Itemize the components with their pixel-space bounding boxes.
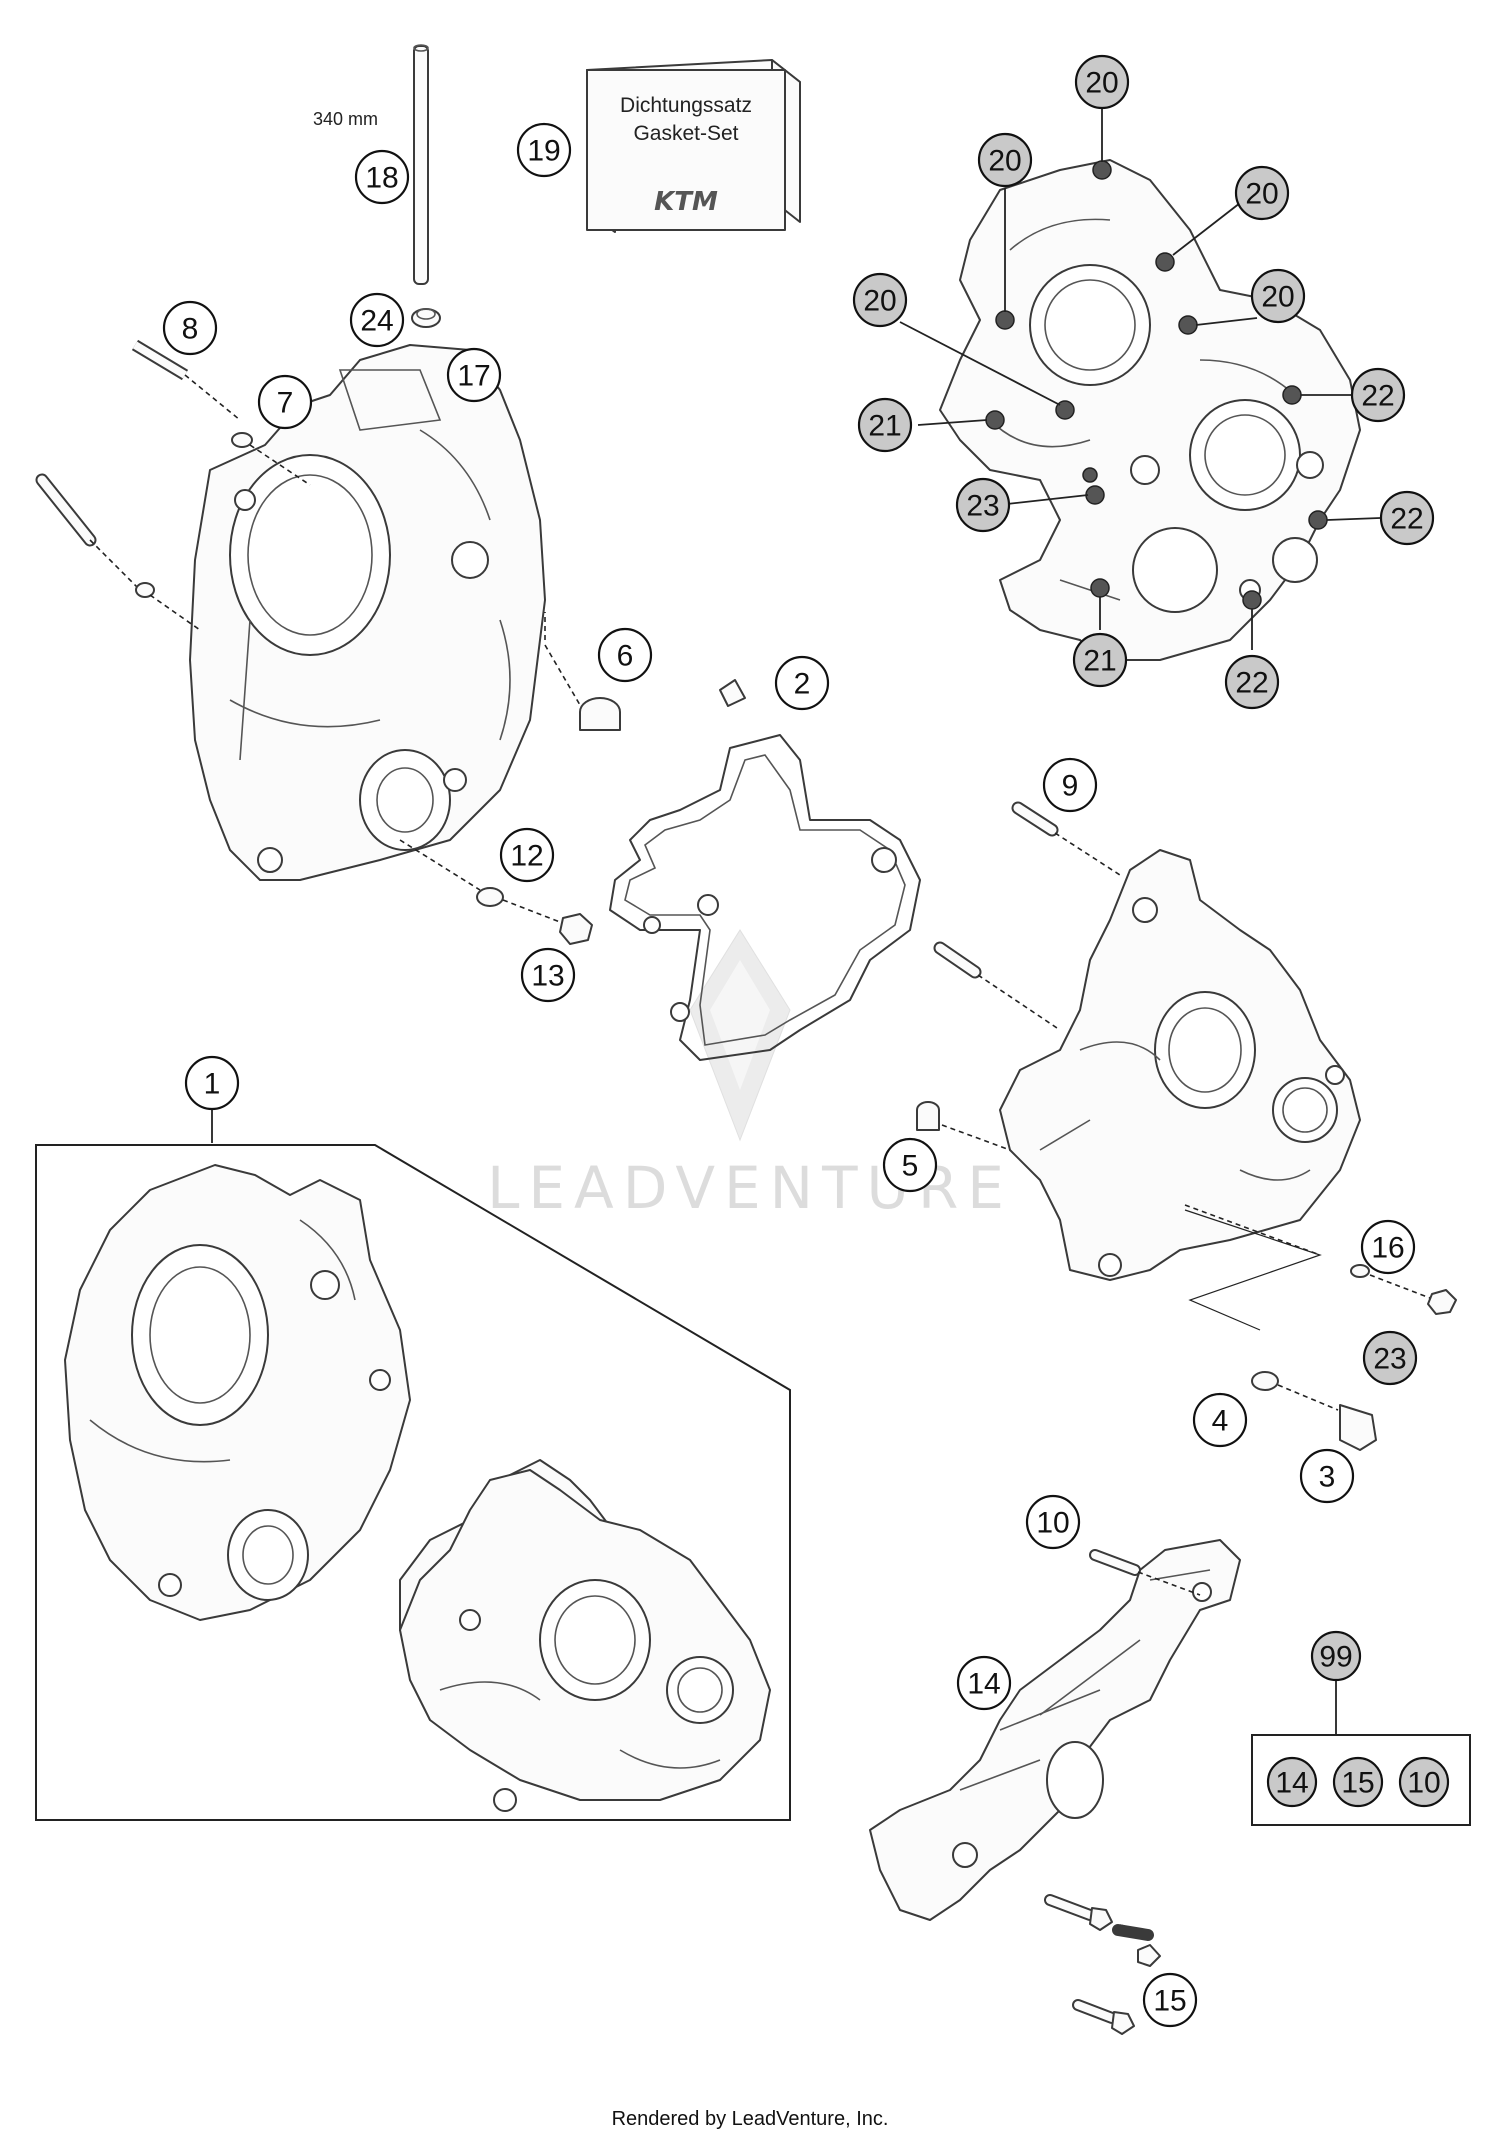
- svg-text:18: 18: [365, 162, 398, 195]
- callout-24: 24: [349, 292, 405, 348]
- callout-4: 4: [1192, 1392, 1248, 1448]
- callout-22-upper: 22: [1350, 367, 1406, 423]
- svg-text:17: 17: [457, 360, 490, 393]
- callout-9: 9: [1042, 757, 1098, 813]
- svg-text:6: 6: [617, 640, 634, 673]
- svg-text:15: 15: [1153, 1985, 1186, 2018]
- svg-text:10: 10: [1036, 1507, 1069, 1540]
- ktm-logo: KTM: [654, 187, 718, 217]
- callout-20-upper-right: 20: [1234, 165, 1290, 221]
- svg-text:22: 22: [1235, 667, 1268, 700]
- callout-6: 6: [597, 627, 653, 683]
- callout-10: 10: [1025, 1494, 1081, 1550]
- gasket-kit-line2: Gasket-Set: [633, 122, 738, 145]
- callout-16: 16: [1360, 1219, 1416, 1275]
- svg-text:22: 22: [1361, 380, 1394, 413]
- gasket-kit-line1: Dichtungssatz: [620, 94, 752, 117]
- svg-text:16: 16: [1371, 1232, 1404, 1265]
- callout-15: 15: [1142, 1972, 1198, 2028]
- svg-text:9: 9: [1062, 770, 1079, 803]
- callout-14: 14: [956, 1655, 1012, 1711]
- callout-7: 7: [257, 374, 313, 430]
- callout-20-right: 20: [1250, 268, 1306, 324]
- callout-23-top: 23: [955, 477, 1011, 533]
- leader-lines: [899, 103, 1381, 650]
- callout-12: 12: [499, 827, 555, 883]
- callout-19: 19: [516, 122, 572, 178]
- svg-text:5: 5: [902, 1150, 919, 1183]
- left-crankcase-half: [189, 344, 546, 881]
- kit-99-item-1: 14: [1266, 1756, 1318, 1808]
- callout-22-middle: 22: [1379, 490, 1435, 546]
- kit-99-item-2: 15: [1332, 1756, 1384, 1808]
- svg-text:19: 19: [527, 135, 560, 168]
- left-long-bolt: [35, 473, 201, 631]
- part-10-bolt: [1089, 1549, 1201, 1596]
- kit-99-box: [1251, 1680, 1471, 1826]
- callout-17: 17: [446, 347, 502, 403]
- svg-text:20: 20: [863, 285, 896, 318]
- part-7-washer: [231, 432, 311, 486]
- part-5-sleeve: [916, 1101, 1011, 1151]
- svg-text:20: 20: [1245, 178, 1278, 211]
- part-12-13-plug: [399, 839, 593, 945]
- svg-text:1: 1: [204, 1068, 221, 1101]
- svg-text:3: 3: [1319, 1461, 1336, 1494]
- part-2-gasket: [609, 679, 921, 1061]
- callout-1: 1: [184, 1055, 240, 1111]
- footer-credit: Rendered by LeadVenture, Inc.: [612, 2108, 889, 2130]
- part-24-clamp: [411, 308, 441, 328]
- svg-text:23: 23: [1373, 1343, 1406, 1376]
- part-15-bolts: [1044, 1894, 1161, 2035]
- part-1-crankcase-kit-box: [35, 1110, 791, 1821]
- svg-text:99: 99: [1319, 1641, 1352, 1674]
- drain-plug-assembly: [1184, 1204, 1457, 1451]
- part-6-bushing: [544, 612, 621, 731]
- svg-text:2: 2: [794, 668, 811, 701]
- callout-13: 13: [520, 947, 576, 1003]
- svg-text:20: 20: [1261, 281, 1294, 314]
- svg-text:14: 14: [1275, 1767, 1308, 1800]
- part-9-dowel: [1011, 801, 1121, 876]
- svg-text:21: 21: [1083, 645, 1116, 678]
- svg-text:13: 13: [531, 960, 564, 993]
- svg-text:4: 4: [1212, 1405, 1229, 1438]
- callout-20-left: 20: [852, 272, 908, 328]
- part-18-tube: [413, 44, 429, 285]
- svg-text:24: 24: [360, 305, 393, 338]
- svg-text:21: 21: [868, 410, 901, 443]
- middle-dowel: [933, 941, 1061, 1031]
- svg-text:8: 8: [182, 313, 199, 346]
- svg-text:22: 22: [1390, 503, 1423, 536]
- callout-5: 5: [882, 1137, 938, 1193]
- callout-18: 18: [354, 149, 410, 205]
- svg-text:23: 23: [966, 490, 999, 523]
- svg-text:10: 10: [1407, 1767, 1440, 1800]
- right-crankcase-inner-view: [939, 159, 1361, 661]
- callout-23-plug: 23: [1362, 1330, 1418, 1386]
- svg-text:20: 20: [988, 145, 1021, 178]
- callout-22-bottom: 22: [1224, 654, 1280, 710]
- callout-21-bottom: 21: [1072, 632, 1128, 688]
- part-8-bolt: [131, 339, 241, 421]
- svg-text:14: 14: [967, 1668, 1000, 1701]
- callout-21-left: 21: [857, 397, 913, 453]
- callout-20-top: 20: [1074, 54, 1130, 110]
- callout-8: 8: [162, 300, 218, 356]
- svg-text:12: 12: [510, 840, 543, 873]
- svg-text:7: 7: [277, 387, 294, 420]
- svg-text:15: 15: [1341, 1767, 1374, 1800]
- callout-2: 2: [774, 655, 830, 711]
- svg-text:20: 20: [1085, 67, 1118, 100]
- callout-20-upper-left: 20: [977, 132, 1033, 188]
- right-crankcase-half: [999, 849, 1361, 1281]
- callout-3: 3: [1299, 1448, 1355, 1504]
- kit-99-item-3: 10: [1398, 1756, 1450, 1808]
- dimension-label: 340 mm: [313, 109, 378, 129]
- part-14-sprocket-cover: [869, 1539, 1241, 1921]
- callout-99: 99: [1310, 1630, 1362, 1682]
- part-19-gasket-kit-box: Dichtungssatz Gasket-Set KTM: [586, 59, 801, 233]
